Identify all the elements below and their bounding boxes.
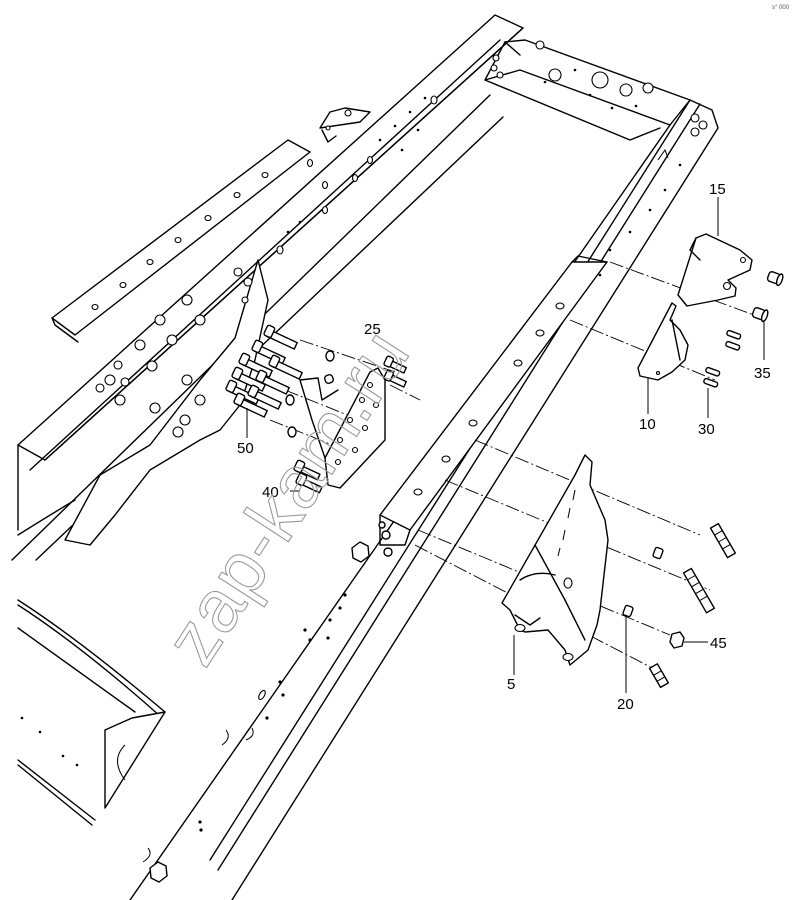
callout-15: 15	[709, 181, 726, 198]
reinforcement-channel	[378, 255, 608, 557]
frame-lower-cross-member	[17, 499, 166, 826]
part-20-sleeves	[622, 546, 664, 693]
part-45-nuts	[648, 522, 737, 689]
rail-nut	[351, 541, 370, 563]
rail-nut	[149, 861, 168, 883]
part-50-bolts	[225, 324, 335, 438]
callout-20: 20	[617, 696, 634, 713]
bolt	[255, 369, 290, 395]
part-30-bolts	[703, 329, 742, 418]
callout-10: 10	[639, 416, 656, 433]
frame-gusset-plate	[64, 259, 269, 546]
bolt	[251, 339, 286, 365]
washer	[287, 426, 297, 438]
bolt	[225, 379, 260, 405]
part-15-bracket	[677, 197, 753, 307]
bolt	[268, 354, 303, 380]
bolt	[247, 384, 282, 410]
frame-right-rail	[129, 99, 719, 900]
plate-25-bolts	[383, 355, 408, 388]
part-35-nuts	[751, 271, 784, 360]
frame-cross-member	[484, 39, 691, 141]
frame-side-strip	[51, 107, 371, 343]
callout-30: 30	[698, 421, 715, 438]
washer	[285, 394, 295, 406]
callout-40: 40	[262, 484, 279, 501]
part-5-bracket	[501, 454, 609, 675]
bolt	[231, 366, 266, 392]
part-40-bolts	[290, 459, 323, 494]
part-10-bracket	[637, 302, 689, 414]
callout-45: 45	[710, 635, 727, 652]
bolt	[263, 324, 298, 350]
corner-mark: s° 000	[772, 5, 790, 11]
part-25-mounting-plate	[299, 367, 386, 489]
callout-25: 25	[364, 321, 381, 338]
callout-labels: 5 10 15 20 25 30 35 40 45 50	[237, 181, 771, 713]
rail-holes	[276, 95, 438, 255]
callout-5: 5	[507, 676, 515, 693]
washer	[325, 350, 335, 362]
callout-35: 35	[754, 365, 771, 382]
callout-50: 50	[237, 440, 254, 457]
bolt	[233, 392, 268, 418]
